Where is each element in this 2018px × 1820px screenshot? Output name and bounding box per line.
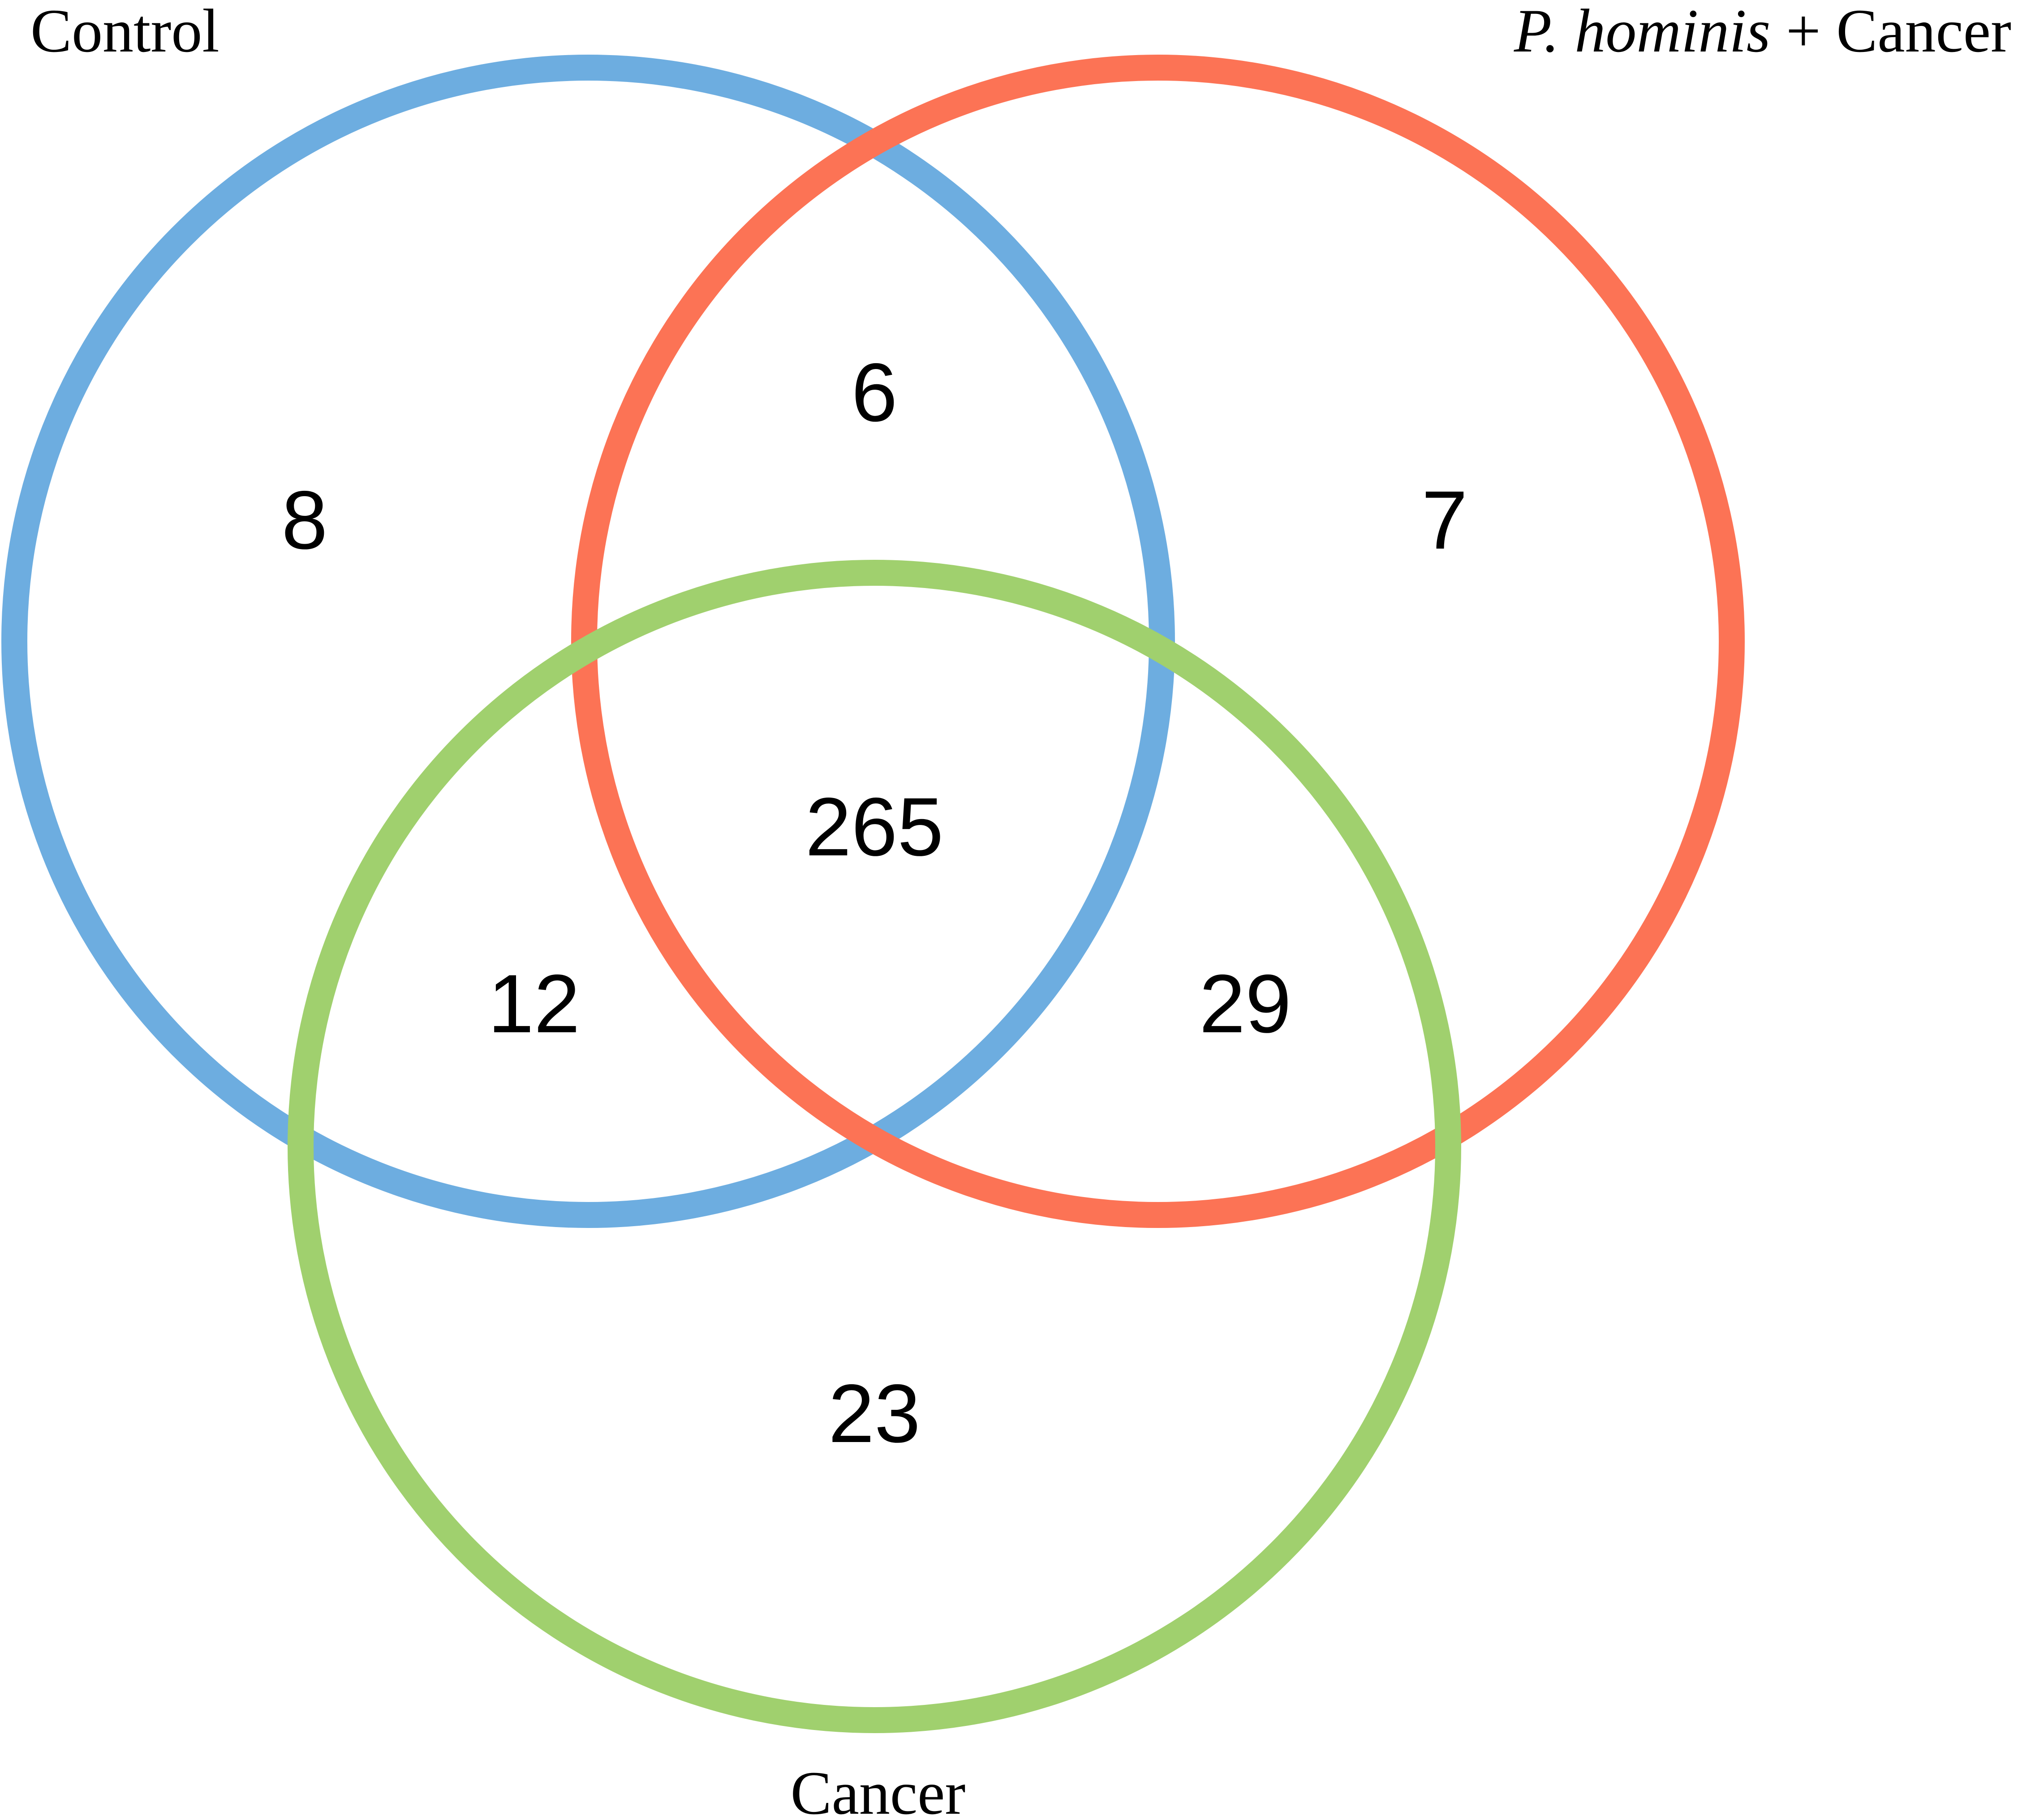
count-all-three: 265 xyxy=(805,781,944,873)
cancer-label: Cancer xyxy=(791,1759,966,1820)
count-phominis-only: 7 xyxy=(1422,474,1468,567)
count-control-cancer: 12 xyxy=(488,958,580,1050)
cancer-circle xyxy=(288,560,1461,1733)
count-phominis-cancer: 29 xyxy=(1199,958,1291,1050)
count-control-phominis: 6 xyxy=(852,347,898,439)
control-label: Control xyxy=(30,0,219,65)
count-cancer-only: 23 xyxy=(828,1368,921,1460)
phominis-label-rest: + Cancer xyxy=(1770,0,2011,65)
phominis-label-italic: P. hominis xyxy=(1514,0,1771,65)
count-control-only: 8 xyxy=(282,474,328,567)
phominis-cancer-label: P. hominis + Cancer xyxy=(1514,0,2011,65)
